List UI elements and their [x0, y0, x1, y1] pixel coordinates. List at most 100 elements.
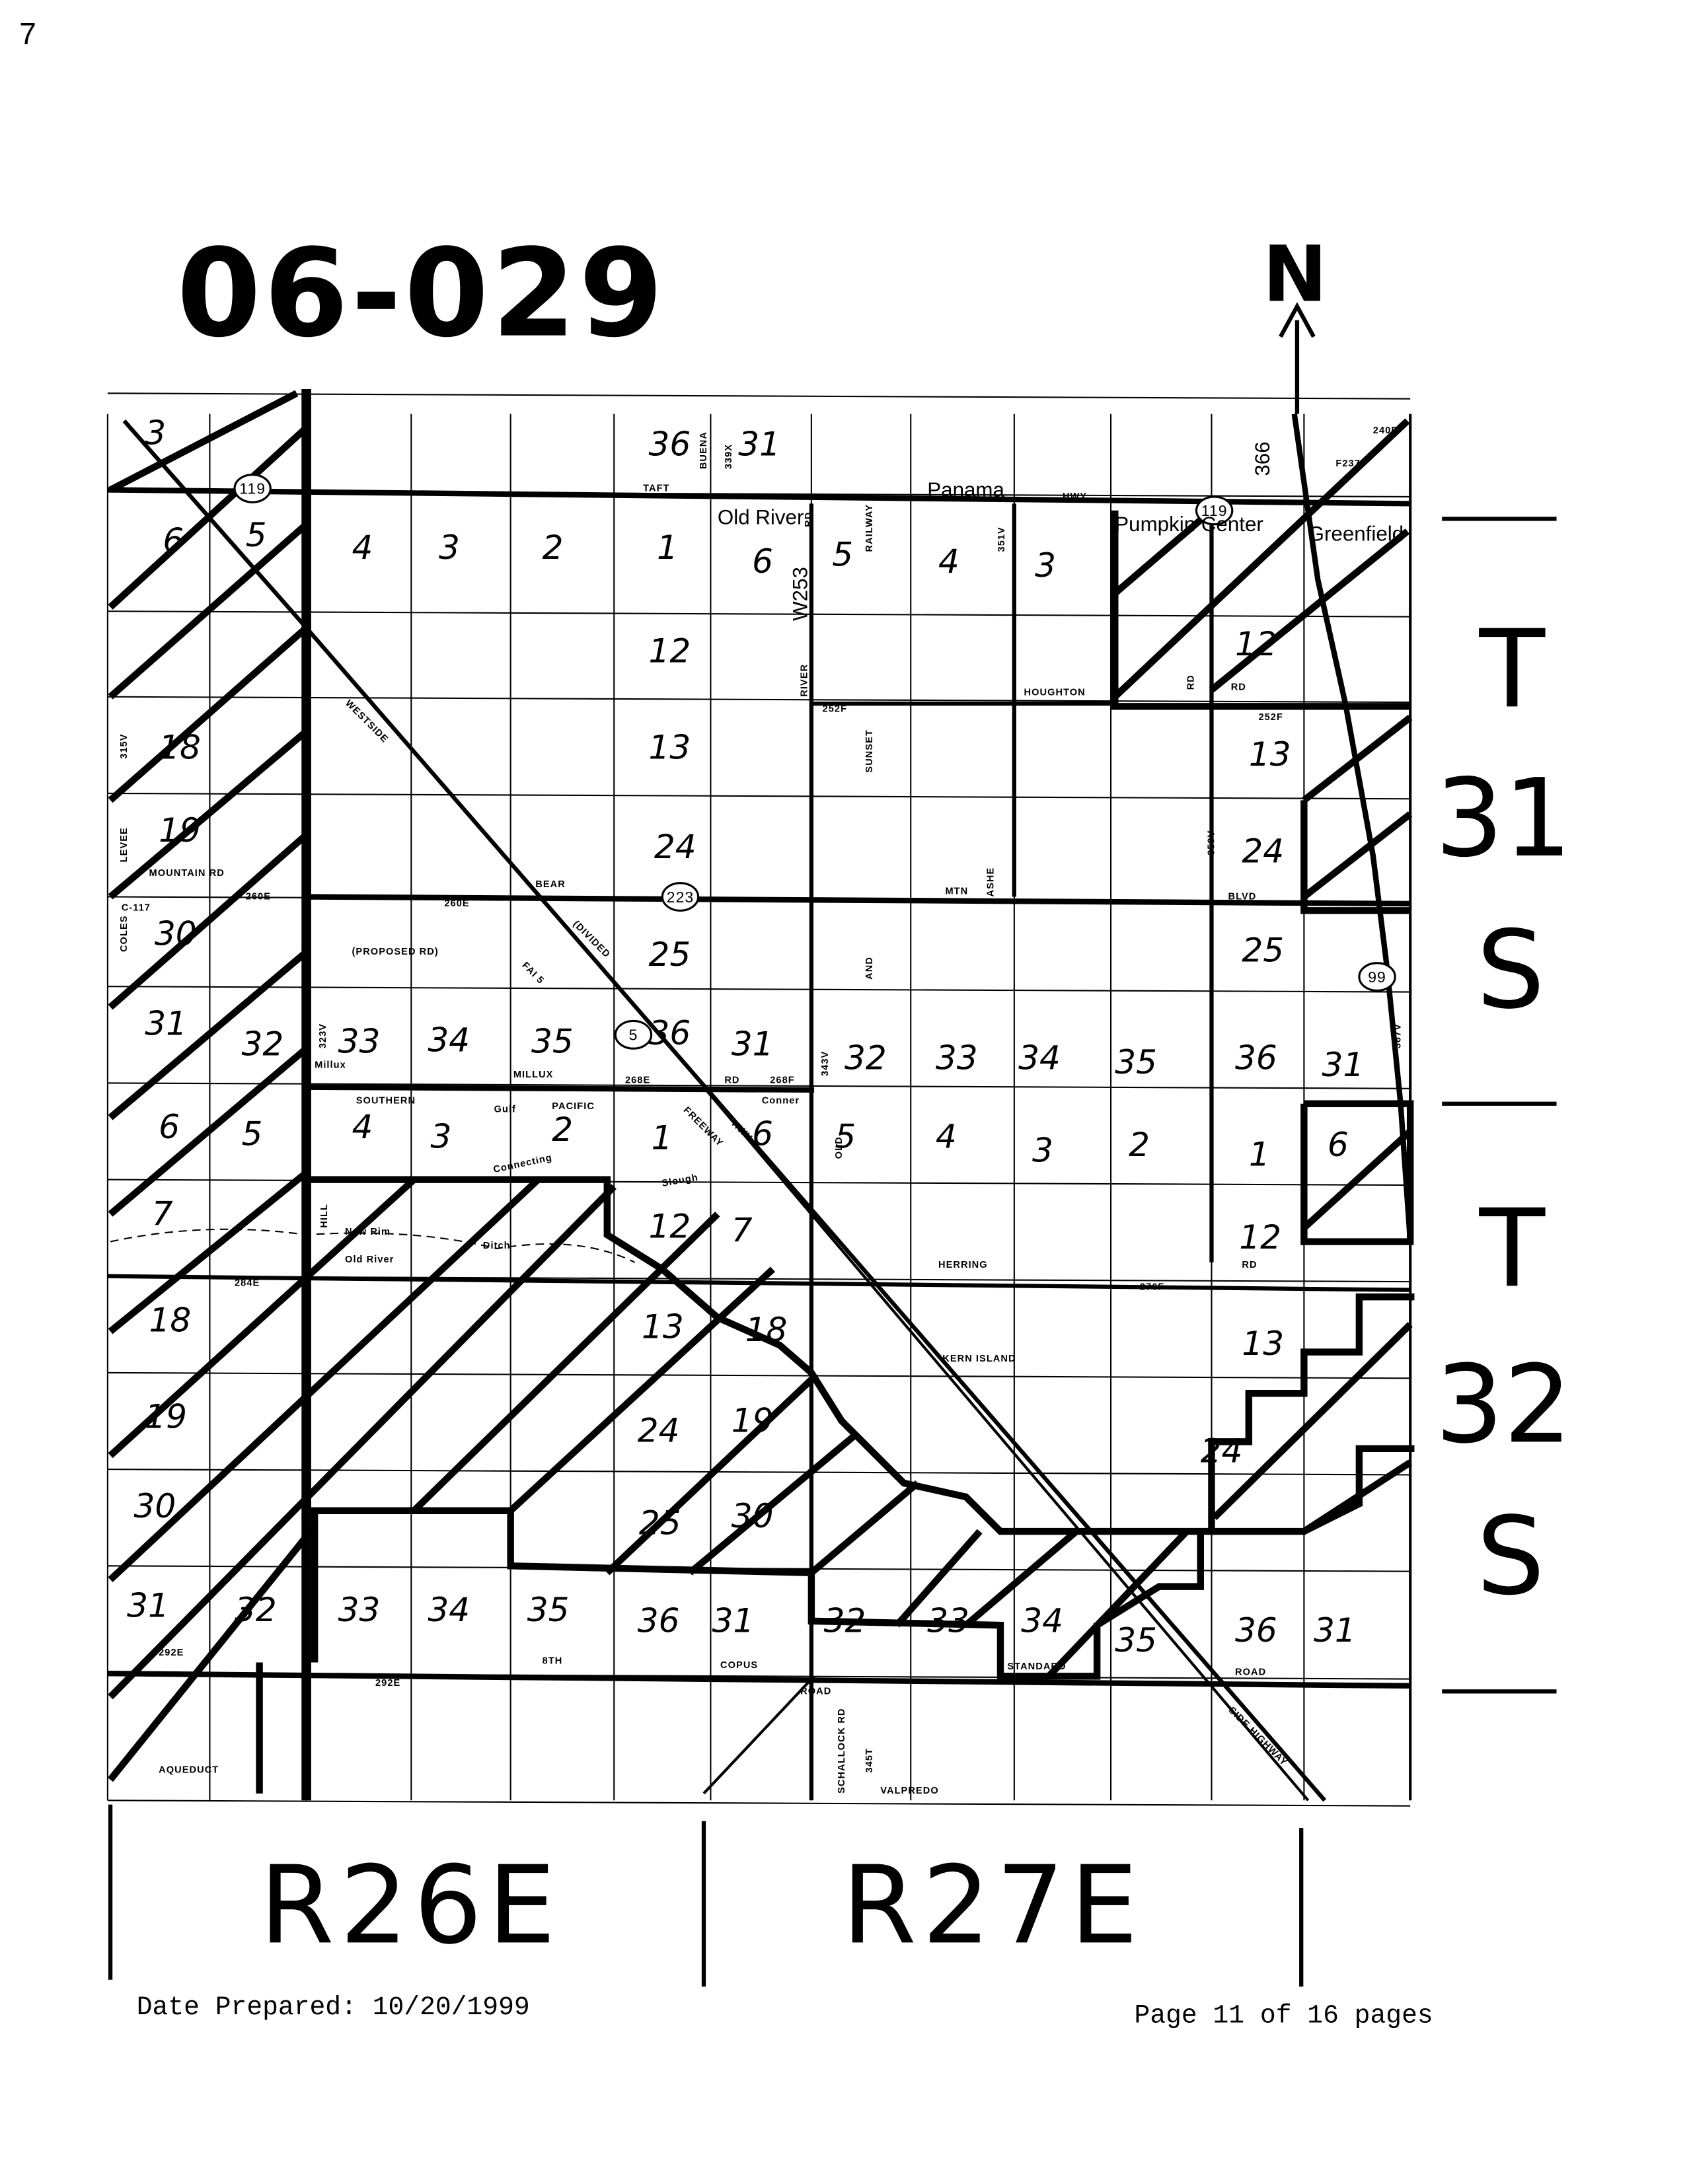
hatch-line: [508, 1266, 775, 1513]
section-number: 31: [738, 424, 780, 463]
section-number: 19: [145, 1397, 187, 1436]
place-label: Greenfield: [1308, 523, 1404, 546]
road-label: BLVD: [1228, 892, 1257, 902]
section-number: 13: [1242, 1324, 1284, 1363]
road-label: 323V: [318, 1023, 328, 1048]
section-number: 12: [648, 632, 691, 671]
section-number: 31: [1322, 1045, 1365, 1084]
section-number: 36: [1235, 1038, 1277, 1077]
section-number: 7: [152, 1194, 173, 1233]
road-label: SOUTHERN: [356, 1096, 416, 1107]
road-label: 268E: [625, 1075, 650, 1085]
section-line: [107, 1371, 1411, 1379]
section-number: 25: [1242, 931, 1284, 970]
section-number: 1: [657, 528, 678, 567]
road-label: MILLUX: [513, 1070, 554, 1080]
section-number: 25: [639, 1503, 681, 1542]
section-number: 13: [648, 728, 691, 767]
section-line: [107, 696, 1411, 704]
place-label: W253: [789, 567, 812, 621]
page-corner-mark: 7: [19, 17, 36, 51]
road-label: 284E: [235, 1278, 260, 1288]
hatch-line: [963, 1529, 1079, 1628]
section-number: 4: [936, 1117, 957, 1156]
hatch-line: [1209, 528, 1410, 693]
section-line: [107, 392, 1411, 400]
place-label: Old River: [718, 506, 804, 529]
road-label: Ditch: [483, 1241, 511, 1251]
hatch-line: [894, 1529, 983, 1628]
road-line: [305, 626, 1327, 1802]
township-number: 31: [1435, 756, 1572, 881]
road-label: New Rim: [345, 1227, 391, 1237]
section-number: 24: [1201, 1432, 1243, 1471]
road-label: 252F: [1258, 712, 1283, 723]
hatch-line: [1302, 811, 1413, 900]
road-label: Slough: [661, 1173, 699, 1189]
section-number: 30: [155, 914, 197, 953]
road-label: STANDARD: [1007, 1661, 1066, 1672]
section-number: 5: [246, 515, 267, 554]
road-label: ROAD: [800, 1687, 831, 1697]
hatch-line: [1302, 1459, 1413, 1535]
hatched-boundary: [1300, 800, 1411, 914]
section-number: 6: [163, 521, 184, 560]
road-label: ASHE: [986, 867, 996, 897]
road-label: 260E: [246, 892, 271, 902]
section-number: 30: [134, 1486, 176, 1525]
township-t: T: [1479, 607, 1546, 732]
hatched-boundary: [1211, 1445, 1415, 1535]
road-label: Conner: [762, 1096, 800, 1107]
hatch-line: [108, 390, 299, 493]
range-labels: R26E R27E: [108, 1804, 1304, 1987]
road-label: BEAR: [535, 879, 566, 890]
section-number: 32: [845, 1038, 887, 1077]
highway-shield-label: 119: [1201, 502, 1228, 519]
section-line: [107, 1082, 1411, 1089]
section-number: 12: [1239, 1218, 1281, 1256]
section-number: 31: [145, 1003, 187, 1042]
township-t: T: [1479, 1186, 1546, 1311]
hatch-line: [108, 832, 309, 1010]
road-label: BUENA: [698, 431, 709, 469]
page-number: Page 11 of 16 pages: [1135, 2001, 1433, 2031]
section-number: 13: [642, 1307, 684, 1346]
road-label: RD: [724, 1075, 739, 1085]
highway-shield-label: 223: [667, 889, 694, 906]
hatch-line: [108, 1170, 309, 1334]
road-label: 359V: [1207, 830, 1217, 855]
hatch-line: [108, 625, 309, 803]
road-label: RAILWAY: [864, 504, 875, 552]
road-label: MTN: [945, 886, 968, 896]
road-label: 345T: [864, 1748, 875, 1772]
range-r26e: R26E: [260, 1843, 562, 1968]
date-prepared: Date Prepared: 10/20/1999: [137, 1992, 530, 2022]
section-number: 12: [648, 1206, 691, 1245]
hatch-line: [1301, 1128, 1413, 1231]
section-number: 19: [159, 811, 201, 850]
section-line: [107, 1469, 1411, 1476]
hatch-line: [108, 1184, 617, 1700]
hatch-line: [1046, 1529, 1189, 1679]
road-label: C-117: [122, 902, 151, 913]
section-number: 3: [439, 528, 460, 567]
road-label: 252F: [823, 704, 847, 715]
section-number: 34: [1018, 1038, 1061, 1077]
section-line: [107, 792, 1411, 800]
section-number: 7: [732, 1211, 753, 1250]
highway-shield-icon: [614, 1019, 653, 1050]
section-number: 24: [654, 827, 696, 866]
road-label: COPUS: [720, 1660, 758, 1671]
road-label: COLES: [119, 915, 130, 952]
road-label: 292E: [159, 1648, 184, 1658]
road-label: HWY: [1063, 491, 1087, 502]
road-label: RD: [804, 512, 814, 527]
road-label: Millux: [315, 1060, 346, 1070]
hatch-line: [1112, 507, 1214, 597]
section-number: 30: [732, 1496, 774, 1535]
township-s: S: [1476, 908, 1544, 1033]
section-number: 13: [1249, 735, 1291, 774]
section-number: 33: [338, 1590, 381, 1629]
road-label: RIVER: [800, 664, 810, 697]
